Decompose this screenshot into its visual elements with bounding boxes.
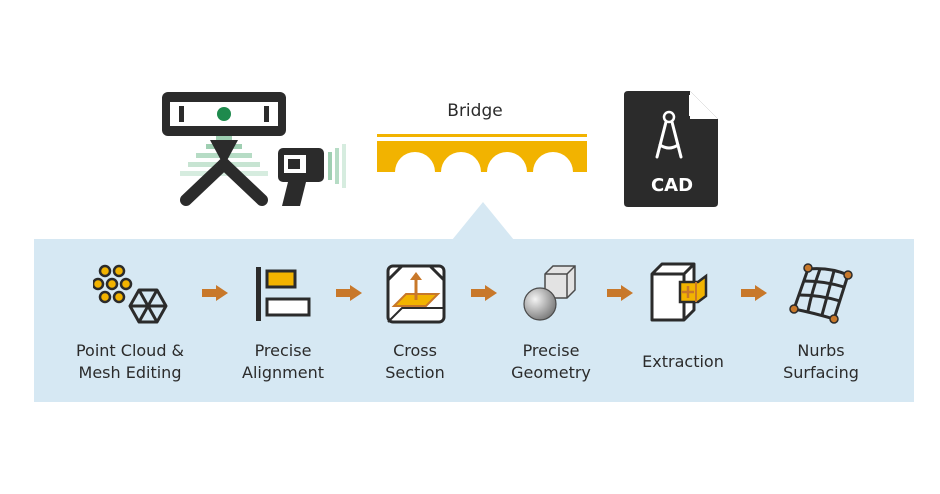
cad-document-icon [624, 91, 720, 207]
nurbs-surface-icon [786, 261, 856, 327]
alignment-icon [254, 265, 314, 325]
arrow-icon [471, 285, 497, 301]
step-label-nurbs: Nurbs Surfacing [783, 341, 859, 382]
step-label-geometry: Precise Geometry [511, 341, 591, 382]
step-label-extraction: Extraction [642, 352, 724, 371]
arrow-icon [336, 285, 362, 301]
cad-label: CAD [650, 175, 694, 196]
arrow-icon [202, 285, 228, 301]
3d-scanner-icon [160, 92, 360, 212]
bridge-label: Bridge [447, 101, 503, 121]
arrow-icon [607, 285, 633, 301]
step-label-point-cloud: Point Cloud & Mesh Editing [75, 341, 185, 382]
workflow-panel [34, 239, 914, 402]
point-cloud-mesh-icon [93, 262, 173, 328]
extraction-icon [650, 262, 712, 324]
step-label-cross-section: Cross Section [385, 341, 445, 382]
panel-pointer [452, 202, 514, 240]
geometry-icon [521, 264, 581, 324]
bridge-icon [377, 134, 587, 174]
cross-section-icon [386, 264, 448, 326]
arrow-icon [741, 285, 767, 301]
step-label-alignment: Precise Alignment [242, 341, 324, 382]
